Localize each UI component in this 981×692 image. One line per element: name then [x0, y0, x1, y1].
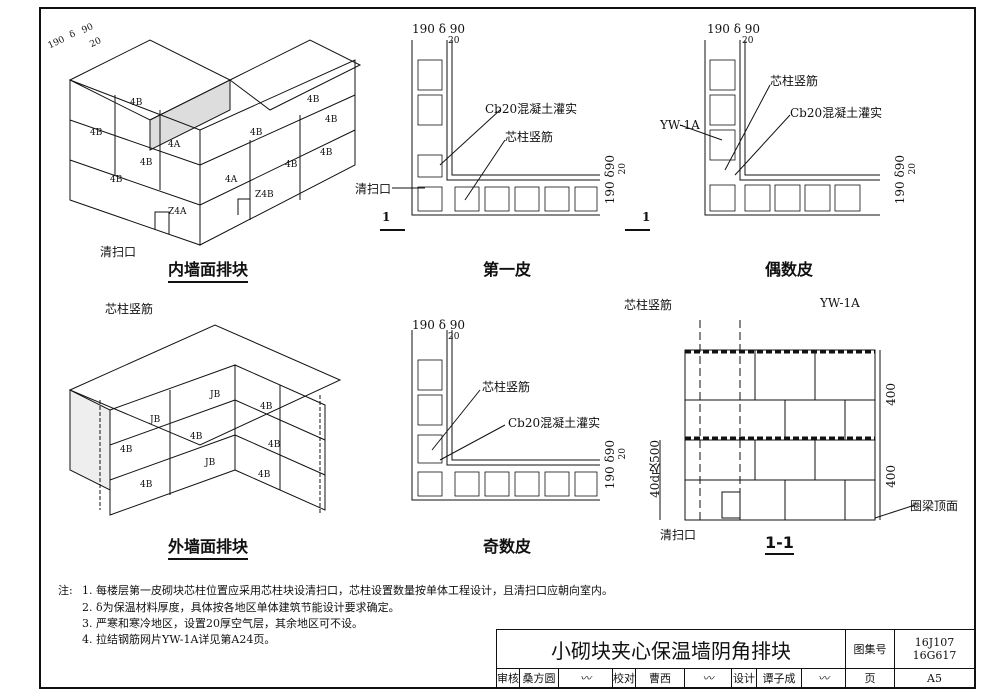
ring-beam-label: 圈梁顶面	[910, 499, 959, 513]
block-label: 4B	[140, 158, 153, 168]
atlas-label: 图集号	[845, 629, 895, 669]
first-dims-top: 190 δ 90	[412, 22, 466, 36]
note-4: 4. 拉结钢筋网片YW-1A详见第A24页。	[82, 633, 276, 646]
block-label: Z4B	[255, 190, 274, 200]
outer-rebar-label: 芯柱竖筋	[105, 302, 154, 316]
section-mark-left: 1	[382, 210, 391, 224]
section-1-1	[659, 320, 916, 521]
first-dim-20: 20	[448, 36, 460, 46]
block-label: JB	[205, 458, 216, 468]
block-label: 4B	[285, 160, 298, 170]
odd-dims-right: 190 δ90	[603, 440, 617, 490]
atlas-no-1: 16J107	[914, 636, 955, 649]
odd-dim-right-20: 20	[618, 448, 628, 460]
first-concrete-label: Cb20混凝土灌实	[485, 102, 578, 116]
block-label: 4B	[90, 128, 103, 138]
atlas-number: 16J107 16G617	[894, 629, 975, 669]
odd-dims-top: 190 δ 90	[412, 318, 466, 332]
notes-prefix: 注:	[58, 584, 73, 597]
block-label: 4B	[250, 128, 263, 138]
section-dim-400-lower: 400	[884, 465, 898, 488]
caption-outer-wall: 外墙面排块	[168, 533, 249, 560]
first-dims-right: 190 δ90	[603, 155, 617, 205]
even-concrete-label: Cb20混凝土灌实	[790, 106, 883, 120]
section-mesh-label: YW-1A	[820, 296, 860, 310]
block-label: 4B	[140, 480, 153, 490]
block-label: 4B	[258, 470, 271, 480]
block-label: 4B	[307, 95, 320, 105]
block-label: 4B	[325, 115, 338, 125]
caption-inner-wall: 内墙面排块	[168, 256, 249, 283]
block-label: 4B	[110, 175, 123, 185]
first-cleanout-label: 清扫口	[355, 182, 392, 196]
block-label: 4A	[225, 175, 238, 185]
caption-section: 1-1	[765, 533, 794, 555]
cleanout-label: 清扫口	[100, 245, 137, 259]
caption-even-skin: 偶数皮	[765, 260, 814, 279]
block-label: 4B	[268, 440, 281, 450]
odd-rebar-label: 芯柱竖筋	[482, 380, 531, 394]
first-dim-right-20: 20	[618, 163, 628, 175]
reviewer: 桑方圆	[519, 668, 559, 688]
reviewer-signature: 〰	[558, 668, 613, 688]
even-dim-20: 20	[742, 36, 754, 46]
note-2: 2. δ为保温材料厚度，具体按各地区单体建筑节能设计要求确定。	[82, 601, 400, 614]
block-label: 4B	[130, 98, 143, 108]
section-dim-left: 40d及500	[648, 440, 662, 498]
note-3: 3. 严寒和寒冷地区，设置20厚空气层，其余地区可不设。	[82, 617, 363, 630]
block-label: 4B	[190, 432, 203, 442]
block-label: JB	[210, 390, 221, 400]
note-1: 1. 每楼层第一皮砌块芯柱位置应采用芯柱块设清扫口，芯柱设置数量按单体工程设计，…	[82, 584, 613, 597]
odd-skin-plan	[411, 330, 600, 501]
odd-dim-20: 20	[448, 332, 460, 342]
section-dim-400-upper: 400	[884, 383, 898, 406]
outer-wall-iso	[68, 324, 342, 516]
block-label: JB	[150, 415, 161, 425]
first-skin-plan	[380, 40, 650, 231]
odd-concrete-label: Cb20混凝土灌实	[508, 416, 601, 430]
designer-signature: 〰	[801, 668, 846, 688]
drawing-title: 小砌块夹心保温墙阴角排块	[496, 629, 846, 669]
section-mark-right: 1	[642, 210, 651, 224]
block-label: 4B	[260, 402, 273, 412]
sheet-frame	[39, 7, 976, 689]
caption-first-skin: 第一皮	[483, 260, 532, 279]
even-skin-plan	[679, 40, 880, 216]
inner-wall-iso	[68, 39, 362, 246]
page-label: 页	[845, 668, 895, 688]
review-label: 审核	[496, 668, 520, 688]
section-cleanout-label: 清扫口	[660, 528, 697, 542]
checker-signature: 〰	[684, 668, 732, 688]
section-rebar-label: 芯柱竖筋	[624, 298, 673, 312]
even-dim-right-20: 20	[908, 163, 918, 175]
block-label: 4B	[120, 445, 133, 455]
checker: 曹西	[635, 668, 685, 688]
block-label: Z4A	[168, 207, 187, 217]
atlas-no-2: 16G617	[912, 649, 957, 662]
even-dims-top: 190 δ 90	[707, 22, 761, 36]
even-mesh-label: YW-1A	[660, 118, 700, 132]
page-number: A5	[894, 668, 975, 688]
even-rebar-label: 芯柱竖筋	[770, 74, 819, 88]
check-label: 校对	[612, 668, 636, 688]
block-label: 4A	[168, 140, 181, 150]
even-dims-right: 190 δ90	[893, 155, 907, 205]
caption-odd-skin: 奇数皮	[483, 537, 532, 556]
first-rebar-label: 芯柱竖筋	[505, 130, 554, 144]
design-label: 设计	[731, 668, 757, 688]
designer: 谭子成	[756, 668, 802, 688]
block-label: 4B	[320, 148, 333, 158]
